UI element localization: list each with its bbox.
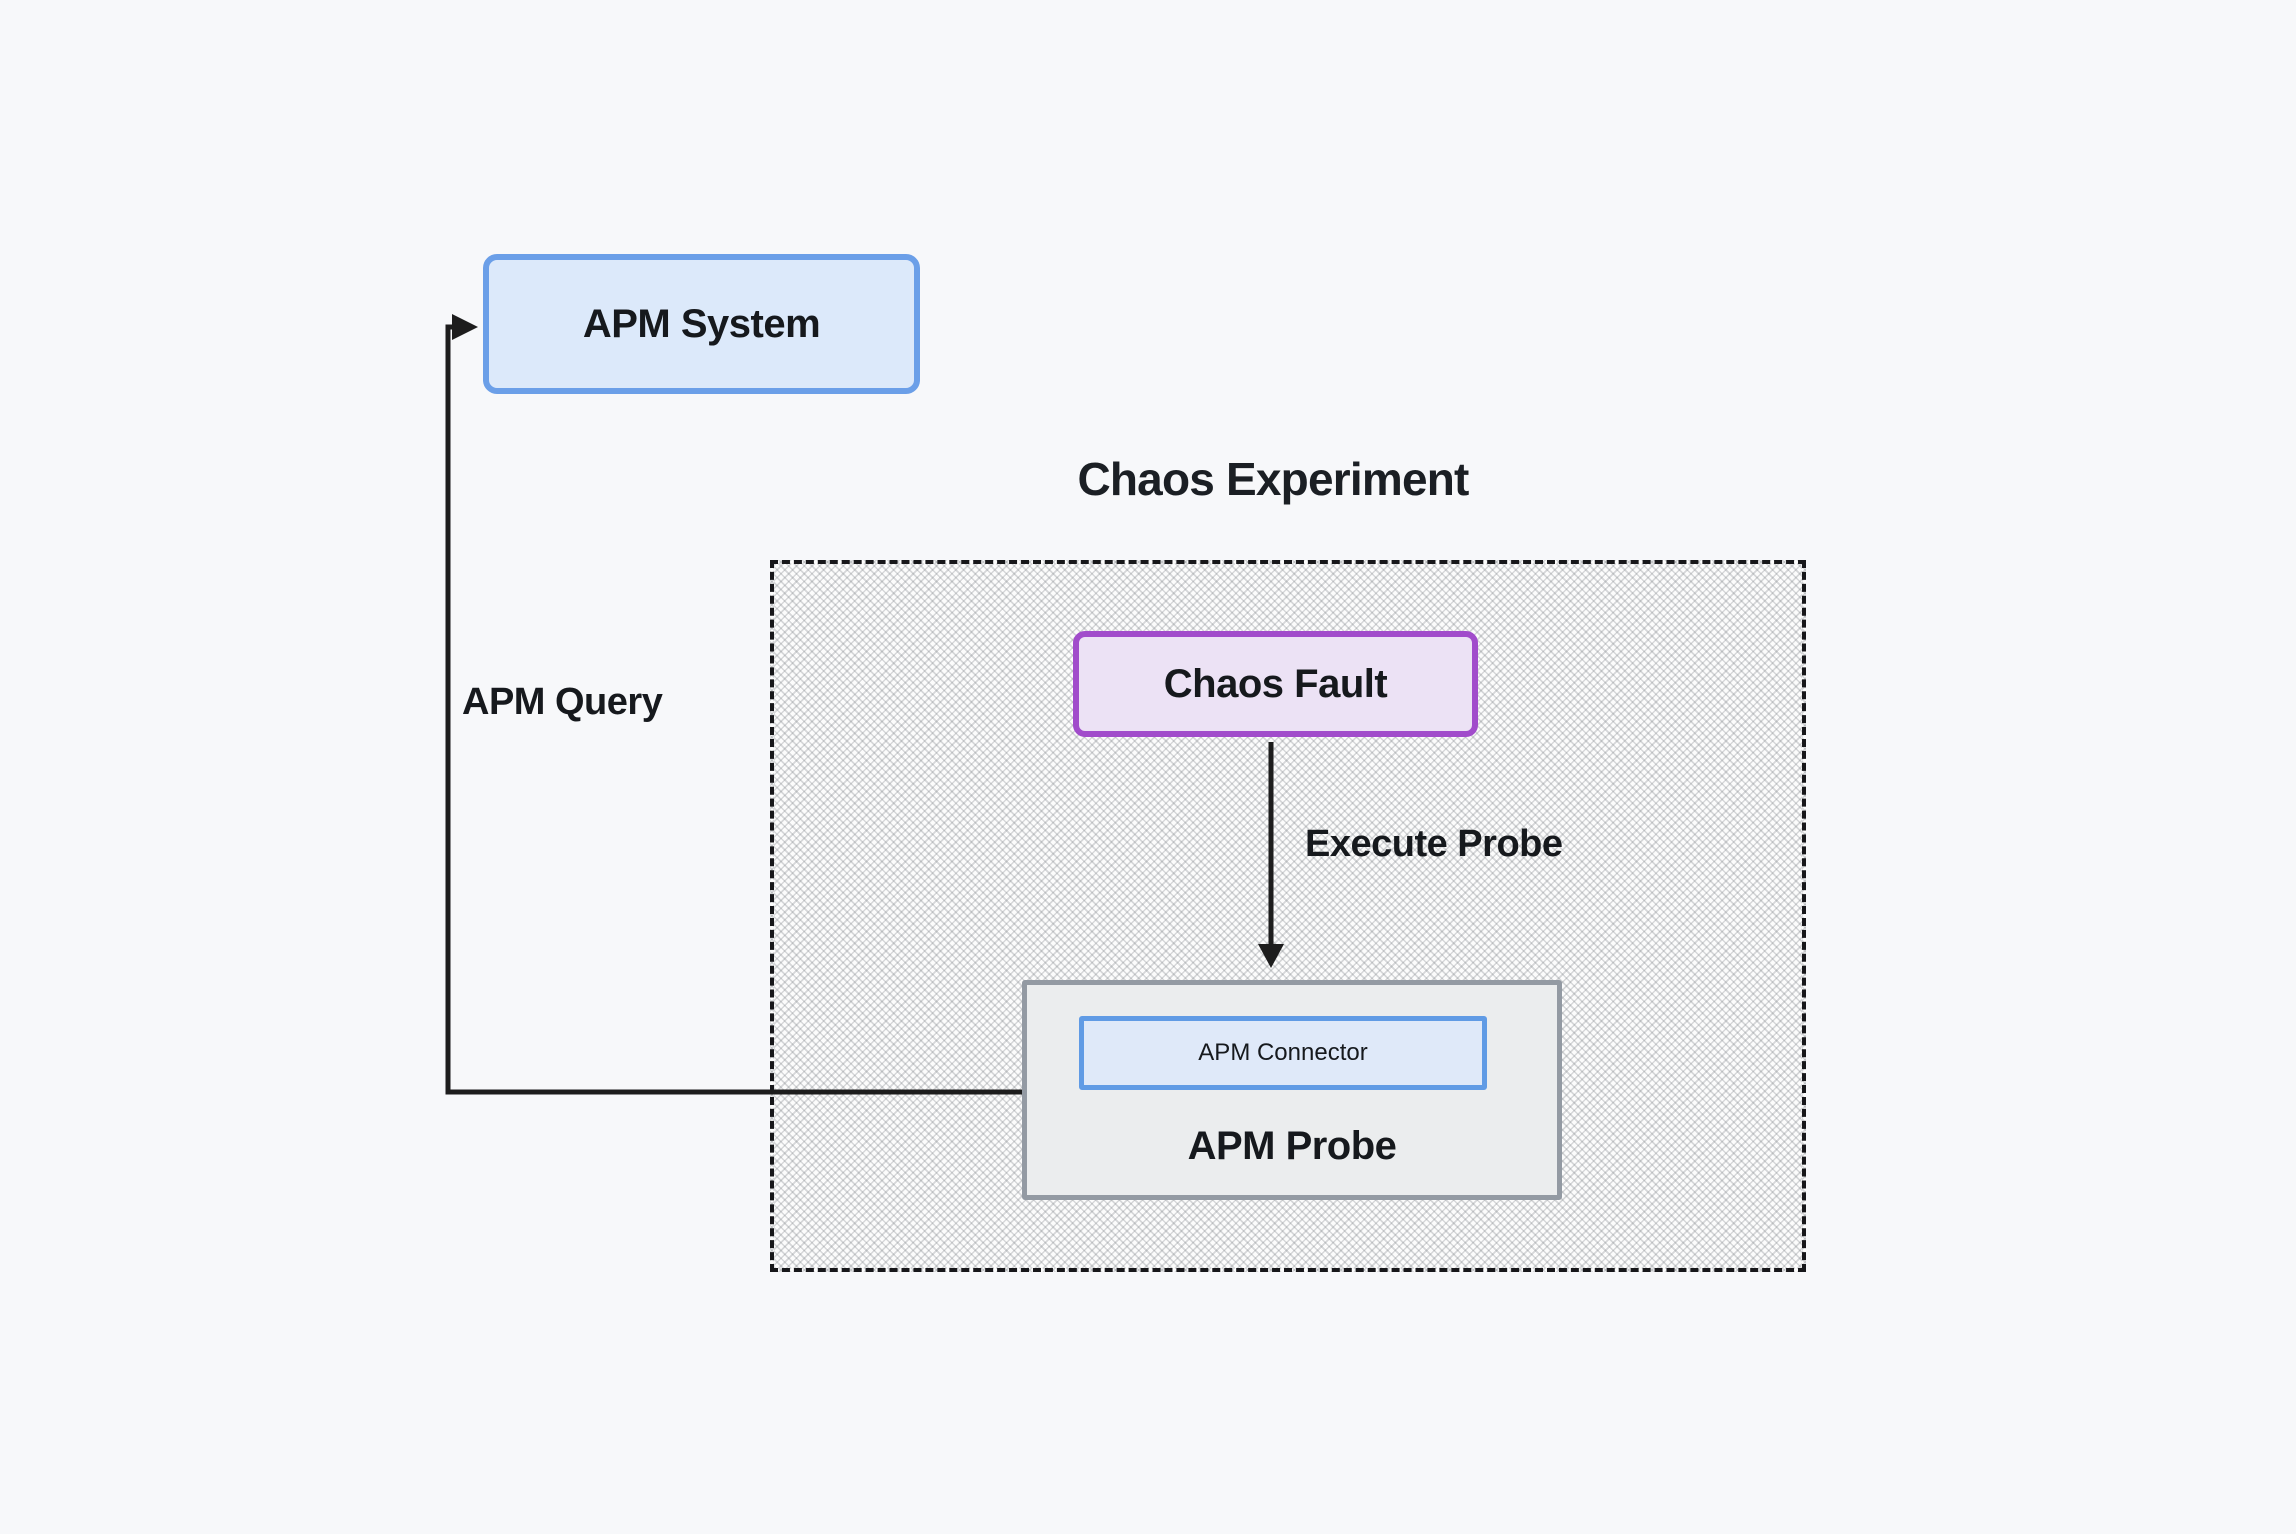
chaos-fault-label: Chaos Fault bbox=[1163, 661, 1388, 706]
apm-system-node: APM System bbox=[483, 254, 920, 394]
chaos-fault-node: Chaos Fault bbox=[1073, 631, 1478, 737]
diagram-title: Chaos Experiment bbox=[1077, 453, 1469, 505]
execute-probe-edge-label: Execute Probe bbox=[1305, 823, 1563, 865]
apm-probe-label: APM Probe bbox=[1187, 1123, 1397, 1168]
apm-system-label: APM System bbox=[582, 301, 821, 346]
apm-connector-node: APM Connector bbox=[1079, 1016, 1487, 1090]
apm-probe-node: APM Connector APM Probe bbox=[1022, 980, 1562, 1200]
apm-connector-label: APM Connector bbox=[1198, 1039, 1368, 1066]
apm-probe-label-row: APM Probe bbox=[1027, 1097, 1557, 1195]
apm-query-edge-label: APM Query bbox=[462, 681, 663, 723]
apm-query-arrowhead-icon bbox=[452, 314, 478, 340]
